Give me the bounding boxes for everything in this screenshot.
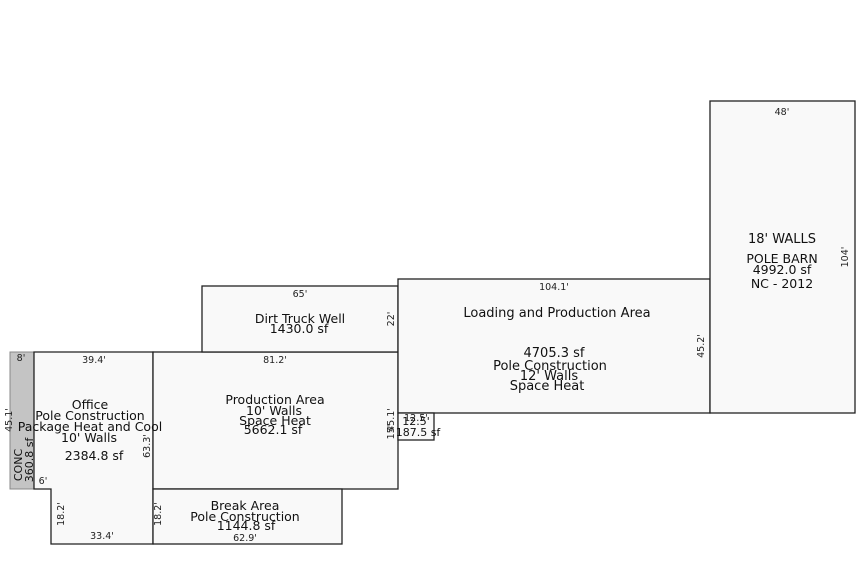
conc-area-label: 360.8 sf [23,437,36,483]
office-area: 2384.8 sf [65,448,124,463]
dim-barn-top: 48' [775,107,790,118]
dim-break-bottom: 62.9' [233,533,257,544]
conc-name: CONC [12,449,25,482]
loading-construction: Pole Construction [493,359,607,374]
dim-loading-top: 104.1' [539,282,569,293]
production-area: 5662.1 sf [244,422,303,437]
production-walls: 10' Walls [246,403,302,418]
dim-loading-side: 45.2' [696,334,707,358]
dim-production-top: 81.2' [263,355,287,366]
loading-name: Loading and Production Area [463,306,650,321]
dim-small-w: 12.5' [404,413,428,424]
dim-dirt-top: 65' [293,289,308,300]
dim-barn-side: 104' [840,247,851,268]
pole-barn-walls: 18' WALLS [748,232,816,247]
small-annex-area: 187.5 sf [396,426,442,439]
dim-office-notch-w: 6' [39,476,48,487]
dim-conc-width: 8' [17,353,26,364]
pole-barn-room [709,100,856,414]
dirt-truck-name: Dirt Truck Well [255,311,345,326]
dim-dirt-side: 22' [386,312,397,327]
office-hvac: Package Heat and Cool [18,419,162,434]
break-area: 1144.8 sf [217,518,276,533]
office-walls: 10' Walls [61,430,117,445]
small-annex-name: 12.5' [402,415,430,428]
dirt-truck-well-room [201,285,399,353]
production-name: Production Area [225,392,324,407]
break-name: Break Area [211,498,280,513]
dim-small-h: 15' [386,425,397,440]
pole-barn-area: 4992.0 sf [753,262,812,277]
loading-area-room [397,278,711,414]
break-area-room [152,488,343,545]
dim-office-top: 39.4' [82,355,106,366]
dim-break-side: 18.2' [153,502,164,526]
loading-heat: Space Heat [510,379,585,394]
break-construction: Pole Construction [190,509,299,524]
conc-area [9,351,35,490]
small-annex-room [397,412,435,441]
dim-office-side: 63.3' [142,434,153,458]
pole-barn-nc: NC - 2012 [751,276,813,291]
loading-area: 4705.3 sf [524,346,585,361]
dim-office-bottom: 33.4' [90,531,114,542]
pole-barn-name: POLE BARN [746,251,817,266]
loading-walls: 12' Walls [520,369,578,384]
dim-production-side: 45.1' [386,408,397,432]
dim-office-notch-h: 18.2' [56,502,67,526]
dirt-truck-area: 1430.0 sf [270,321,329,336]
production-heat: Space Heat [239,413,311,428]
office-construction: Pole Construction [35,408,144,423]
dim-conc-height: 45.1' [4,408,15,432]
office-name: Office [72,397,109,412]
